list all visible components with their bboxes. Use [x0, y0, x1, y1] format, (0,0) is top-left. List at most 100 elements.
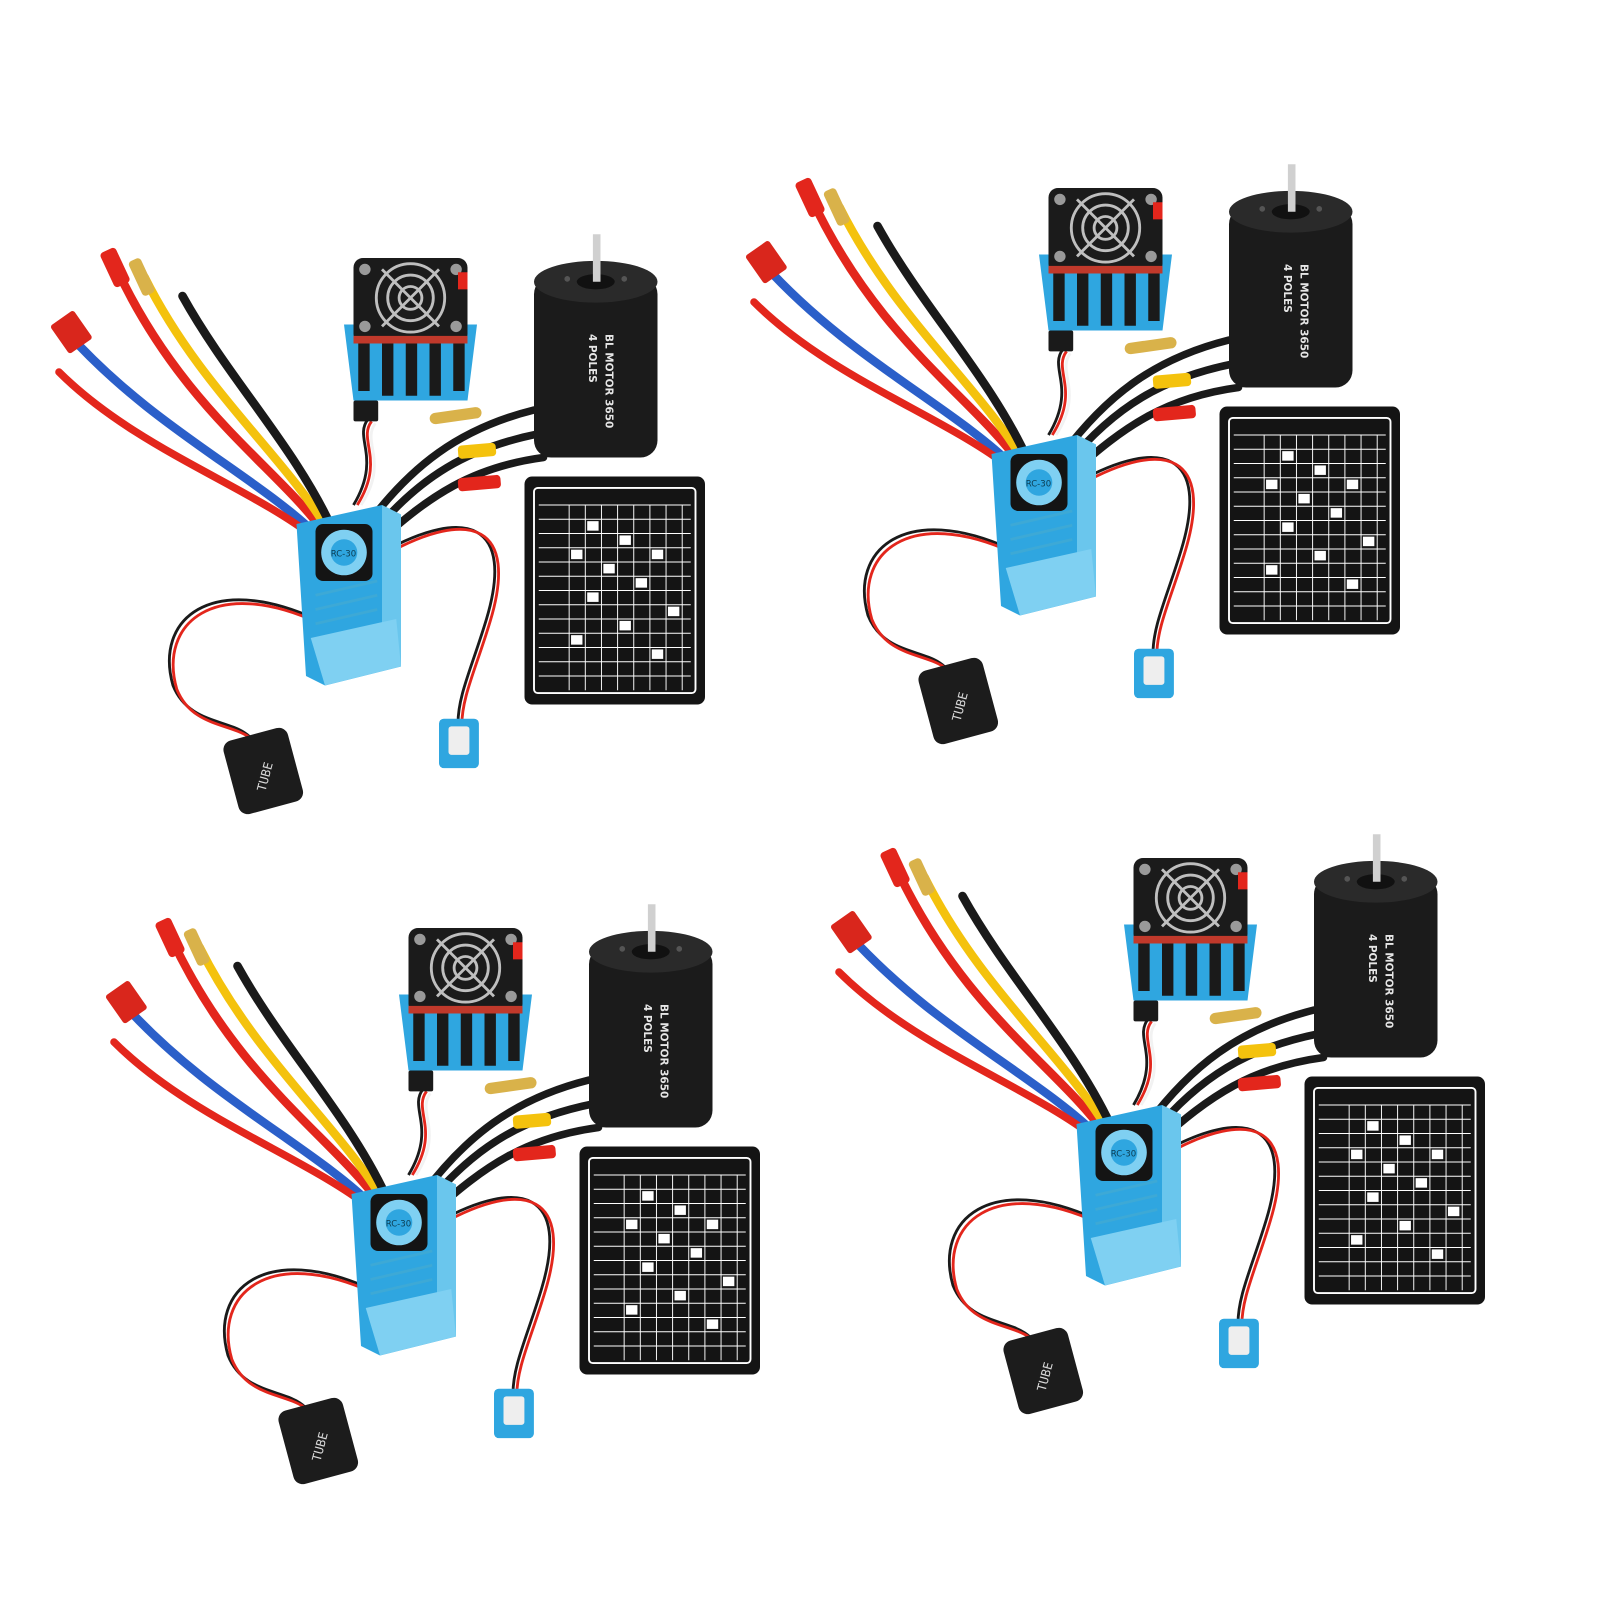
- motor-bullets: [1124, 337, 1196, 422]
- card-setting-mark: [667, 606, 680, 617]
- card-setting-mark: [587, 592, 599, 602]
- receiver-lead: [352, 418, 377, 506]
- esc-wires: [835, 863, 1119, 1143]
- switch-lead: [862, 528, 1014, 687]
- switch-lead: [167, 598, 319, 757]
- bullet-connectors: [830, 847, 935, 954]
- card-setting-mark: [1266, 479, 1278, 490]
- card-setting-mark: [1346, 579, 1359, 589]
- sensor-lead: [1076, 456, 1195, 656]
- motor-icon: BL MOTOR 3650 4 POLES: [589, 904, 713, 1128]
- motor-model-print: BL MOTOR 3650: [602, 334, 614, 428]
- motor-model-print: BL MOTOR 3650: [657, 1004, 669, 1098]
- card-setting-mark: [619, 535, 631, 545]
- card-setting-mark: [1399, 1220, 1411, 1231]
- receiver-lead: [407, 1088, 432, 1176]
- motor-icon: BL MOTOR 3650 4 POLES: [1314, 834, 1438, 1058]
- program-card-icon: [1219, 406, 1400, 635]
- sensor-lead: [1161, 1126, 1280, 1326]
- fan-heatsink-icon: [1039, 188, 1172, 331]
- esc-icon: RC-30: [296, 505, 401, 686]
- card-setting-mark: [706, 1319, 719, 1329]
- motor-spec-print: 4 POLES: [586, 334, 598, 383]
- card-setting-mark: [1415, 1178, 1428, 1188]
- esc-wires: [110, 933, 394, 1213]
- switch-icon: TUBE: [278, 1397, 359, 1485]
- card-setting-mark: [635, 578, 648, 588]
- card-setting-mark: [1314, 550, 1326, 561]
- card-setting-mark: [1351, 1149, 1363, 1160]
- kit-drawing: TUBE RC-30: [50, 234, 705, 815]
- card-setting-mark: [706, 1219, 719, 1230]
- card-setting-mark: [642, 1191, 654, 1201]
- fan-heatsink-icon: [344, 258, 477, 401]
- card-setting-mark: [1399, 1135, 1411, 1145]
- switch-lead: [947, 1198, 1099, 1357]
- kit-drawing: TUBE RC-30: [105, 904, 760, 1485]
- motor-model-print: BL MOTOR 3650: [1297, 264, 1309, 358]
- fan-print: RC-30: [386, 1219, 411, 1229]
- bullet-connectors: [105, 917, 210, 1024]
- card-setting-mark: [690, 1248, 703, 1258]
- sensor-lead: [381, 526, 500, 726]
- motor-bullets: [1209, 1007, 1281, 1092]
- receiver-plug-icon: [408, 1070, 434, 1092]
- card-setting-mark: [619, 620, 631, 631]
- card-setting-mark: [642, 1262, 654, 1272]
- card-setting-mark: [674, 1290, 686, 1301]
- esc-icon: RC-30: [1076, 1105, 1181, 1286]
- card-setting-mark: [1367, 1192, 1379, 1202]
- esc-wires: [750, 193, 1034, 473]
- card-setting-mark: [1367, 1121, 1379, 1131]
- sensor-lead: [436, 1196, 555, 1396]
- motor-icon: BL MOTOR 3650 4 POLES: [534, 234, 658, 458]
- card-setting-mark: [1383, 1163, 1395, 1174]
- receiver-lead: [1047, 348, 1072, 436]
- sensor-plug-icon: [494, 1388, 534, 1439]
- fan-print: RC-30: [1026, 479, 1051, 489]
- card-setting-mark: [1314, 465, 1326, 475]
- card-setting-mark: [1346, 479, 1359, 490]
- switch-icon: TUBE: [918, 657, 999, 745]
- card-setting-mark: [1431, 1249, 1444, 1259]
- fan-print: RC-30: [1111, 1149, 1136, 1159]
- card-setting-mark: [722, 1276, 735, 1287]
- receiver-lead: [1132, 1018, 1157, 1106]
- switch-icon: TUBE: [223, 727, 304, 815]
- card-setting-mark: [1282, 522, 1294, 532]
- card-setting-mark: [1362, 536, 1375, 547]
- card-setting-mark: [587, 521, 599, 531]
- card-setting-mark: [571, 549, 583, 560]
- card-setting-mark: [1266, 565, 1278, 575]
- card-setting-mark: [1431, 1149, 1444, 1160]
- fan-heatsink-icon: [399, 928, 532, 1071]
- receiver-plug-icon: [1048, 330, 1074, 352]
- sensor-plug-icon: [1219, 1318, 1259, 1369]
- card-setting-mark: [1351, 1235, 1363, 1245]
- switch-icon: TUBE: [1003, 1327, 1084, 1415]
- bullet-connectors: [745, 177, 850, 284]
- fan-print: RC-30: [331, 549, 356, 559]
- card-setting-mark: [651, 549, 664, 560]
- card-setting-mark: [1447, 1206, 1460, 1217]
- kit-top-left: TUBE RC-30: [40, 220, 762, 942]
- sensor-plug-icon: [1134, 648, 1174, 699]
- card-setting-mark: [571, 635, 583, 645]
- motor-bullets: [429, 407, 501, 492]
- card-setting-mark: [626, 1219, 638, 1230]
- card-setting-mark: [1298, 493, 1310, 504]
- card-setting-mark: [651, 649, 664, 659]
- program-card-icon: [579, 1146, 760, 1375]
- kit-drawing: TUBE RC-30: [745, 164, 1400, 745]
- program-card-icon: [524, 476, 705, 705]
- motor-icon: BL MOTOR 3650 4 POLES: [1229, 164, 1353, 388]
- motor-spec-print: 4 POLES: [641, 1004, 653, 1053]
- sensor-plug-icon: [439, 718, 479, 769]
- esc-icon: RC-30: [351, 1175, 456, 1356]
- kit-bottom-right: TUBE RC-30: [820, 820, 1542, 1542]
- program-card-icon: [1304, 1076, 1485, 1305]
- card-setting-mark: [1330, 508, 1343, 518]
- motor-spec-print: 4 POLES: [1366, 934, 1378, 983]
- card-setting-mark: [658, 1233, 670, 1244]
